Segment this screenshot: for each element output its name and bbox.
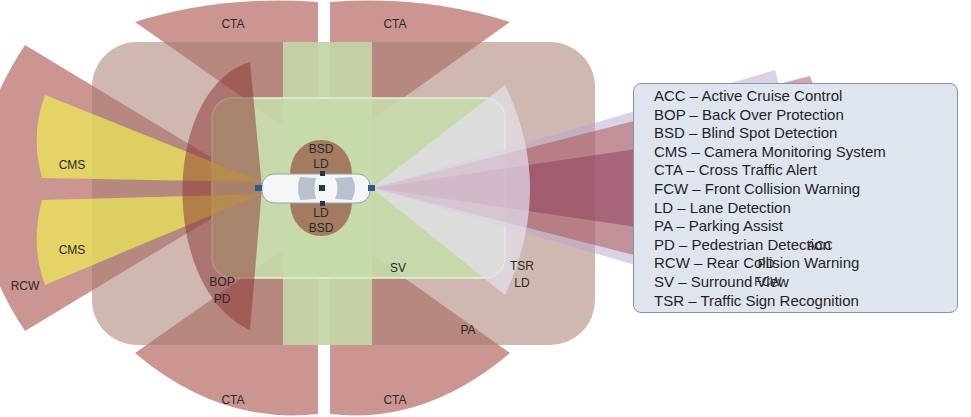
legend-entry: ACC – Active Cruise Control <box>654 87 842 104</box>
bsd-zone <box>290 200 352 236</box>
car-body <box>262 174 370 203</box>
windshield <box>335 177 355 200</box>
legend-entry: BSD – Blind Spot Detection <box>654 124 837 141</box>
zone-label: CMS <box>59 159 86 172</box>
legend-entry: RCW – Rear Collision Warning <box>654 254 859 271</box>
zone-label: PD <box>214 293 231 306</box>
sensor <box>320 201 325 206</box>
zone-label: PD <box>758 258 775 271</box>
car <box>255 171 375 206</box>
sensor <box>368 185 375 191</box>
legend-entry: CMS – Camera Monitoring System <box>654 143 886 160</box>
bop-zone <box>183 62 263 330</box>
sensor <box>319 185 325 191</box>
zone-label: LD <box>313 158 328 171</box>
zone-label: CTA <box>221 394 244 407</box>
zone-label: LD <box>313 207 328 220</box>
zone-label: BSD <box>309 222 334 235</box>
legend-entry: FCW – Front Collision Warning <box>654 180 860 197</box>
sensor <box>320 171 325 176</box>
legend-entry: CTA – Cross Traffic Alert <box>654 161 817 178</box>
zone-label: BSD <box>309 143 334 156</box>
zone-label: PA <box>460 324 475 337</box>
zone-label: LD <box>514 277 529 290</box>
legend-entry: PD – Pedestrian Detection <box>654 236 831 253</box>
zone-label: TSR <box>510 260 534 273</box>
zone-label: RCW <box>11 280 40 293</box>
zone-label: CTA <box>383 394 406 407</box>
pa-zone <box>92 42 595 345</box>
tsr-zone <box>372 85 530 295</box>
zone-label: FCW <box>754 276 781 289</box>
zone-label: CTA <box>383 18 406 31</box>
rear-window <box>298 177 316 200</box>
legend-entry: LD – Lane Detection <box>654 199 791 216</box>
zone-label: ACC <box>807 240 832 253</box>
zone-label: CMS <box>59 244 86 257</box>
zone-label: BOP <box>209 276 234 289</box>
sensor <box>255 185 262 191</box>
legend-box: ACC – Active Cruise ControlBOP – Back Ov… <box>633 83 958 313</box>
legend-entry: BOP – Back Over Protection <box>654 106 844 123</box>
zone-label: CTA <box>221 18 244 31</box>
zone-label: SV <box>390 262 406 275</box>
legend-entry: PA – Parking Assist <box>654 217 783 234</box>
legend-entry: TSR – Traffic Sign Recognition <box>654 292 859 309</box>
bsd-zone <box>290 140 352 176</box>
